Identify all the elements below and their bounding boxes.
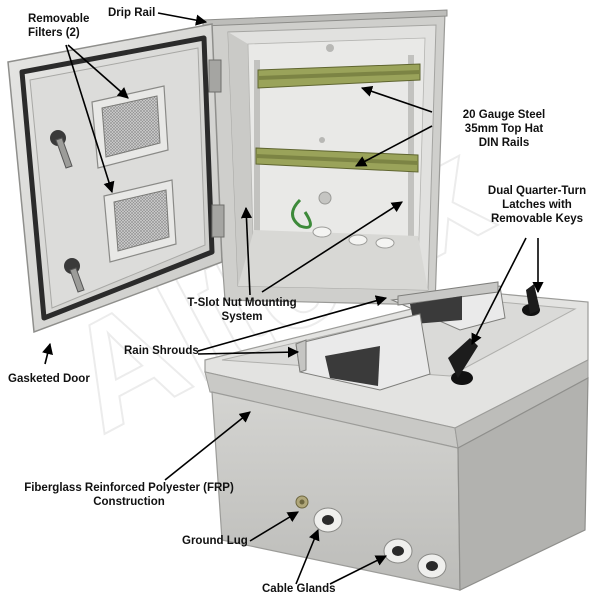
label-din-rails: 20 Gauge Steel 35mm Top Hat DIN Rails (440, 108, 568, 150)
door-hinge (208, 59, 222, 93)
label-frp-line1: Fiberglass Reinforced Polyester (FRP) (24, 482, 234, 494)
rain-shroud-front (295, 313, 431, 391)
ground-wire (291, 198, 312, 229)
label-gasketed-door: Gasketed Door (8, 373, 90, 385)
label-din-rails-line1: 20 Gauge Steel (462, 109, 546, 121)
open-enclosure (202, 9, 448, 306)
label-din-rails-line2: 35mm Top Hat (464, 123, 544, 135)
label-latches-line2: Latches with (502, 199, 572, 211)
cable-gland (383, 538, 413, 564)
label-latches: Dual Quarter-Turn Latches with Removable… (476, 184, 598, 226)
door-hinge (211, 204, 225, 238)
door-latch-upper (50, 130, 73, 169)
closed-enclosure (204, 281, 589, 591)
label-rain-shrouds: Rain Shrouds (124, 345, 199, 357)
callout-arrows (42, 12, 544, 585)
label-removable-filters-line1: Removable (28, 13, 90, 25)
label-latches-line1: Dual Quarter-Turn (487, 185, 587, 197)
label-drip-rail: Drip Rail (108, 7, 156, 19)
label-latches-line3: Removable Keys (490, 213, 584, 225)
cable-gland (417, 553, 447, 579)
rain-shroud-back (390, 281, 506, 331)
knockout (312, 226, 332, 238)
label-removable-filters: Removable Filters (2) (28, 12, 89, 40)
label-frp: Fiberglass Reinforced Polyester (FRP) Co… (4, 481, 254, 509)
filter-upper (91, 85, 169, 169)
filter-lower (103, 179, 177, 263)
label-tslot-line1: T-Slot Nut Mounting (187, 297, 297, 309)
knockout (348, 234, 368, 246)
ground-lug (295, 495, 309, 509)
label-frp-line2: Construction (93, 496, 165, 508)
latch-right (522, 284, 540, 316)
door-latch-lower (64, 258, 85, 293)
latch-front (448, 338, 478, 385)
knockout (375, 237, 395, 249)
label-removable-filters-line2: Filters (2) (28, 27, 80, 39)
label-ground-lug: Ground Lug (182, 535, 248, 547)
gasketed-door (7, 23, 225, 334)
label-din-rails-line3: DIN Rails (478, 137, 530, 149)
din-rail-upper (257, 63, 421, 89)
label-cable-glands: Cable Glands (262, 583, 336, 595)
label-tslot: T-Slot Nut Mounting System (178, 296, 306, 324)
cable-gland (313, 507, 343, 533)
label-tslot-line2: System (221, 311, 263, 323)
